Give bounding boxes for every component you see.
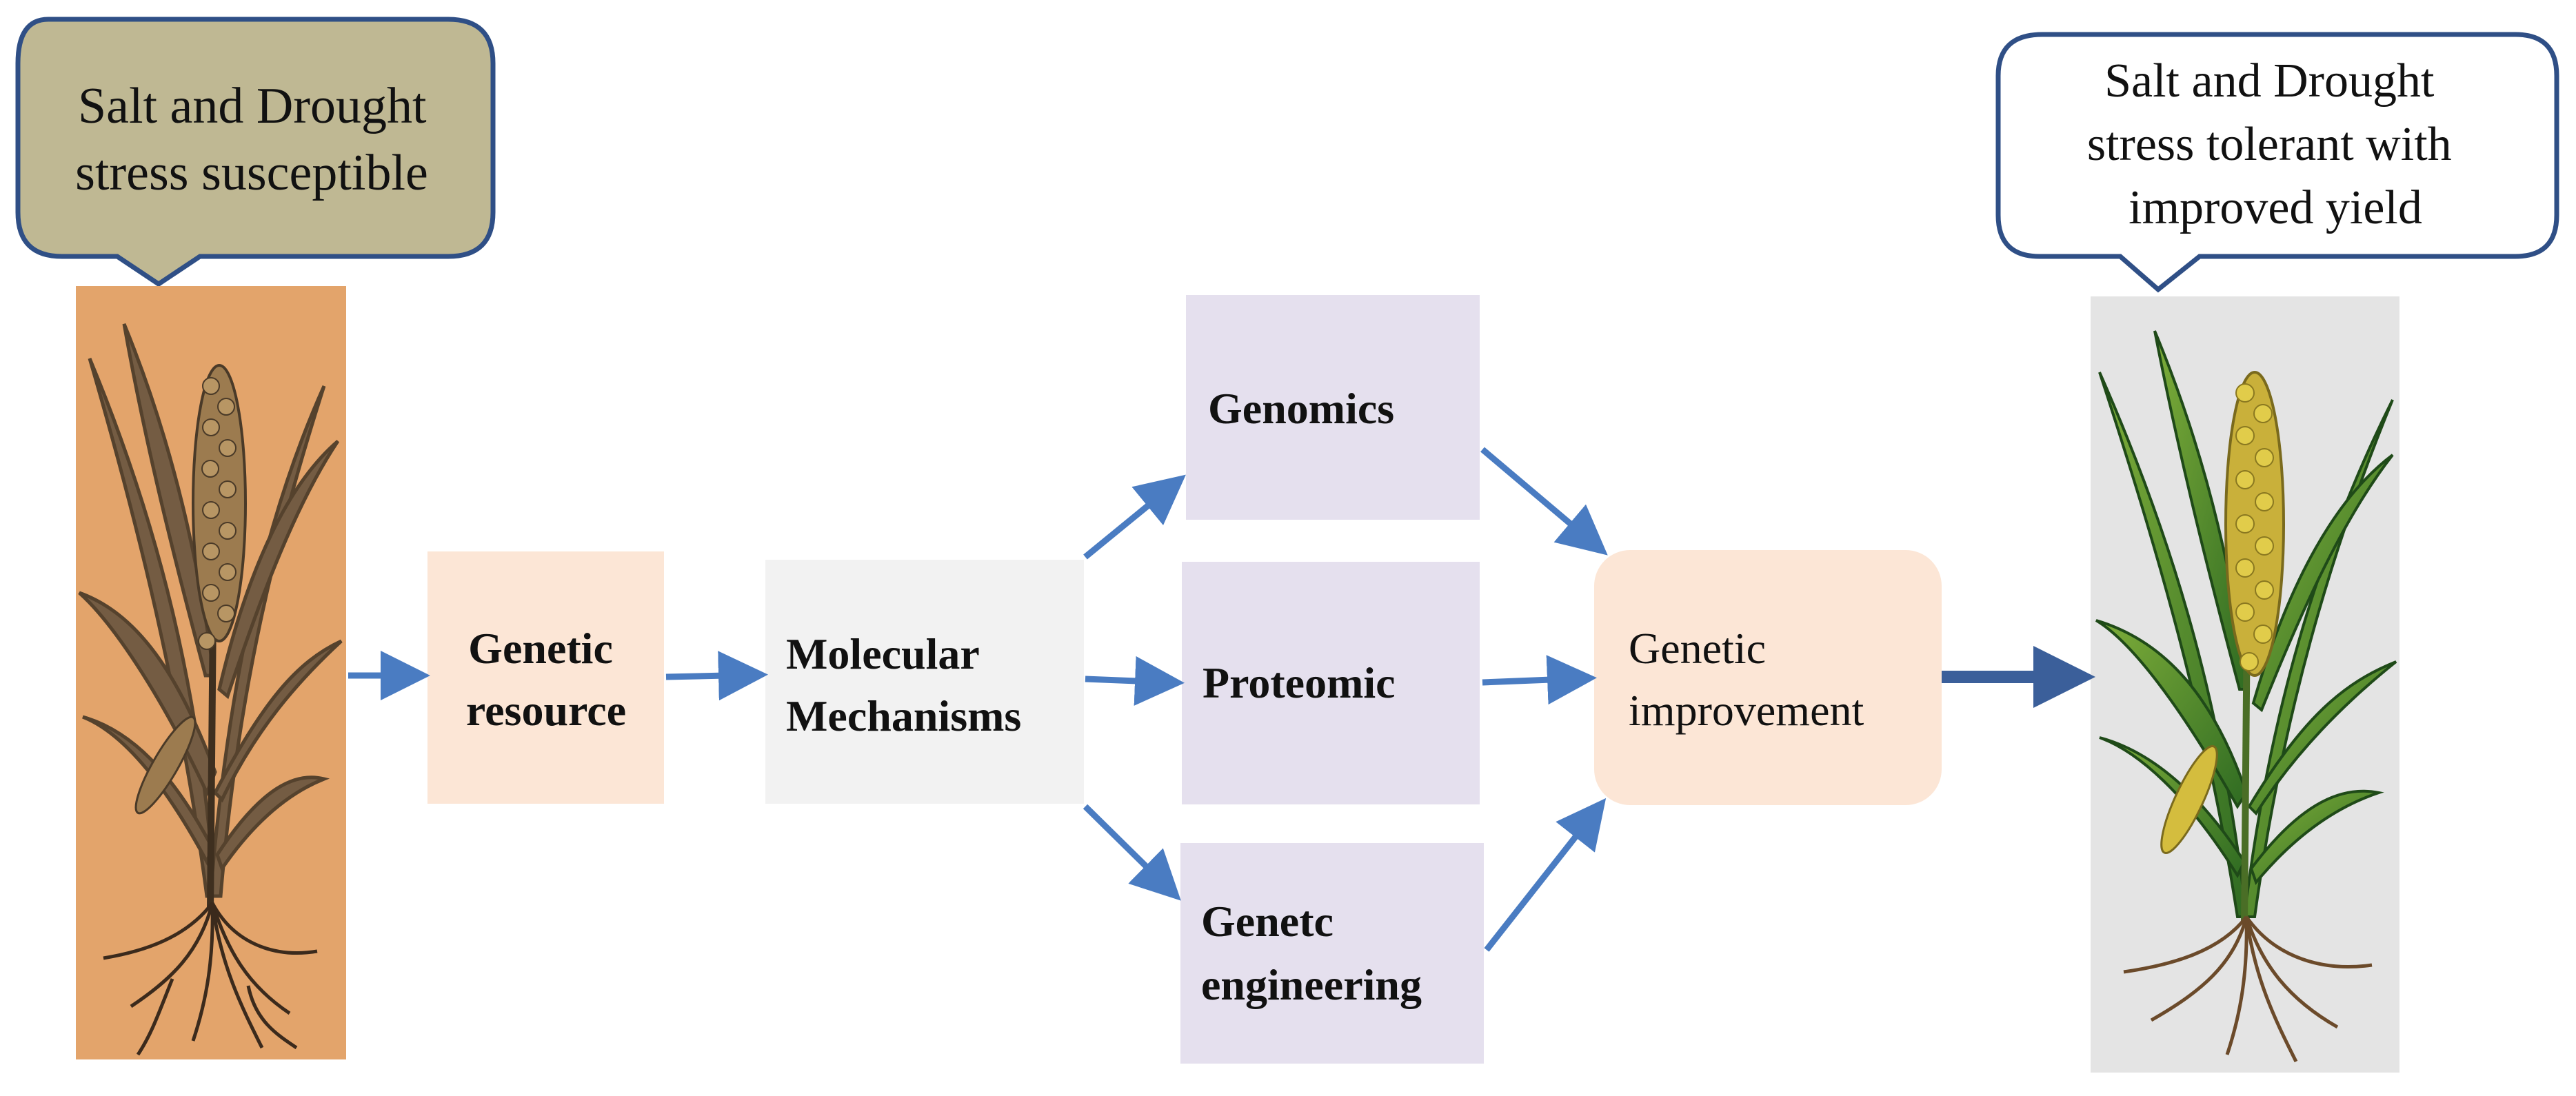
box-genetic-improvement: Genetic improvement bbox=[1594, 550, 1942, 805]
box-genomics-line-1: Genomics bbox=[1208, 384, 1394, 433]
svg-text:Genomics: Genomics bbox=[1208, 384, 1394, 433]
box-molecular-mechanisms-line-1: Molecular bbox=[786, 629, 979, 678]
box-genomics: Genomics bbox=[1186, 295, 1480, 520]
arrow-mechanisms-to-proteomic bbox=[1085, 656, 1185, 706]
arrow-mechanisms-to-engineering bbox=[1083, 804, 1181, 901]
arrow-resource-to-mechanisms bbox=[665, 651, 768, 701]
svg-text:Proteomic: Proteomic bbox=[1203, 658, 1396, 707]
box-genetic-improvement-line-1: Genetic bbox=[1629, 624, 1766, 673]
box-molecular-mechanisms: Molecular Mechanisms bbox=[765, 560, 1084, 804]
svg-text:Genetic resource: Genetic resource bbox=[466, 624, 626, 735]
callout-tolerant-line-1: Salt and Drought bbox=[2104, 54, 2435, 108]
svg-text:Genetc engineering: Genetc engineering bbox=[1201, 897, 1422, 1009]
box-proteomic: Proteomic bbox=[1182, 562, 1480, 804]
box-genetc-engineering-line-1: Genetc bbox=[1201, 897, 1334, 946]
callout-tolerant-line-3: improved yield bbox=[2129, 181, 2422, 234]
box-genetic-improvement-line-2: improvement bbox=[1629, 686, 1864, 735]
box-molecular-mechanisms-line-2: Mechanisms bbox=[786, 691, 1021, 740]
plant-image-susceptible bbox=[76, 286, 346, 1059]
arrow-engineering-to-improvement bbox=[1484, 798, 1607, 952]
callout-susceptible-line-1: Salt and Drought bbox=[78, 78, 427, 134]
callout-susceptible: Salt and Drought stress susceptible bbox=[15, 17, 496, 287]
callout-susceptible-line-2: stress susceptible bbox=[75, 145, 428, 201]
svg-text:Genetic improvement: Genetic improvement bbox=[1629, 624, 1864, 735]
box-genetc-engineering: Genetc engineering bbox=[1180, 843, 1484, 1064]
svg-text:Molecular Mechanisms: Molecular Mechanisms bbox=[786, 629, 1021, 740]
arrow-genomics-to-improvement bbox=[1480, 447, 1608, 556]
box-genetic-resource-line-2: resource bbox=[466, 686, 626, 735]
svg-text:Salt and Drought stress: Salt and Drought stress tolerant with im… bbox=[2087, 54, 2464, 234]
box-genetc-engineering-line-2: engineering bbox=[1201, 960, 1422, 1009]
arrow-proteomic-to-improvement bbox=[1482, 655, 1597, 705]
box-genetic-resource: Genetic resource bbox=[427, 551, 664, 804]
box-proteomic-line-1: Proteomic bbox=[1203, 658, 1396, 707]
callout-tolerant-line-2: stress tolerant with bbox=[2087, 118, 2452, 171]
callout-susceptible-bubble bbox=[15, 17, 496, 287]
box-genetic-resource-line-1: Genetic bbox=[468, 624, 613, 673]
svg-text:Salt and Drought stress: Salt and Drought stress susceptible bbox=[75, 78, 439, 201]
arrow-mechanisms-to-genomics bbox=[1083, 474, 1186, 560]
callout-tolerant-bubble bbox=[1995, 32, 2559, 293]
callout-tolerant: Salt and Drought stress tolerant with im… bbox=[1995, 32, 2559, 293]
plant-image-tolerant bbox=[2091, 296, 2399, 1073]
